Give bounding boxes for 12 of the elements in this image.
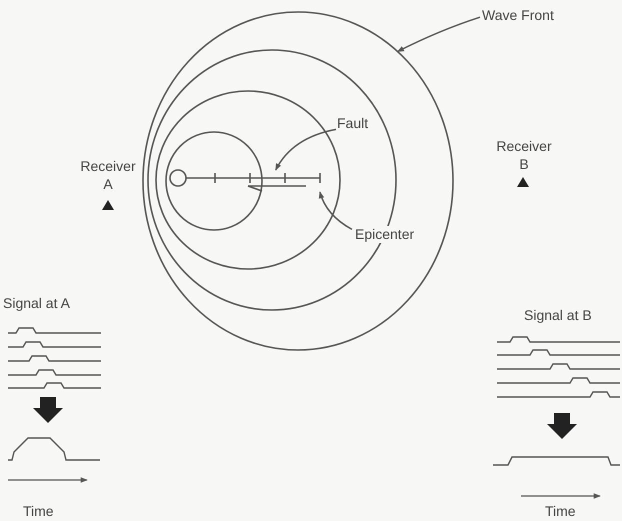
text-label: Signal at B: [524, 307, 592, 324]
text-label: Receiver B: [495, 137, 553, 173]
callout-label: Epicenter: [355, 226, 414, 243]
wave-front-circle: [142, 11, 454, 351]
text-label: Time: [23, 503, 54, 520]
leader-line: [275, 128, 336, 171]
leader-line: [396, 16, 480, 52]
text-label: Receiver A: [79, 157, 137, 193]
text-label: Signal at A: [3, 295, 70, 312]
text-label: Time: [545, 503, 576, 520]
leader-line: [319, 191, 352, 230]
fault-line: [186, 170, 324, 192]
